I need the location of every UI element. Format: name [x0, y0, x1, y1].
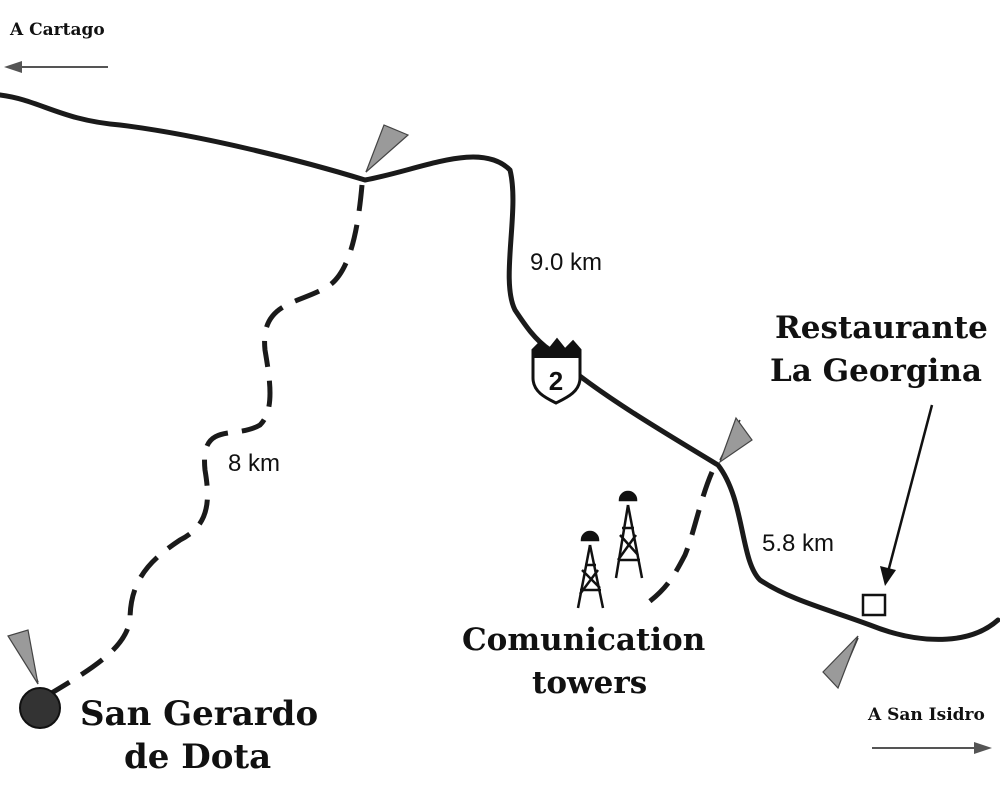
flag-icon — [365, 124, 410, 173]
flag-icon — [7, 629, 39, 685]
town-marker-icon — [19, 687, 61, 729]
trail-towers — [643, 471, 715, 607]
distance-main-road: 9.0 km — [530, 249, 602, 276]
town-name-line1: San Gerardo — [80, 694, 318, 734]
direction-san-isidro: A San Isidro — [867, 705, 985, 725]
radio-tower-icon — [576, 530, 605, 609]
radio-tower-icon — [614, 490, 644, 579]
restaurant-name-line1: Restaurante — [775, 310, 988, 346]
main-road — [0, 92, 1000, 642]
distance-restaurant-road: 5.8 km — [762, 530, 834, 557]
arrow-left-icon — [4, 61, 108, 73]
flag-icon — [718, 416, 753, 464]
restaurant-marker-icon — [861, 593, 887, 617]
highway-number: 2 — [549, 366, 563, 396]
flag-icon — [822, 635, 859, 690]
towers-label-line1: Comunication — [462, 622, 705, 658]
restaurant-name-line2: La Georgina — [770, 353, 982, 389]
distance-trail: 8 km — [228, 450, 280, 477]
arrow-right-icon — [872, 742, 992, 754]
trail-san-gerardo — [38, 184, 365, 703]
towers-label-line2: towers — [532, 665, 647, 701]
highway-shield-icon: 2 — [531, 337, 582, 405]
direction-cartago: A Cartago — [9, 20, 105, 40]
town-name-line2: de Dota — [124, 737, 271, 777]
restaurant-pointer — [880, 404, 934, 586]
